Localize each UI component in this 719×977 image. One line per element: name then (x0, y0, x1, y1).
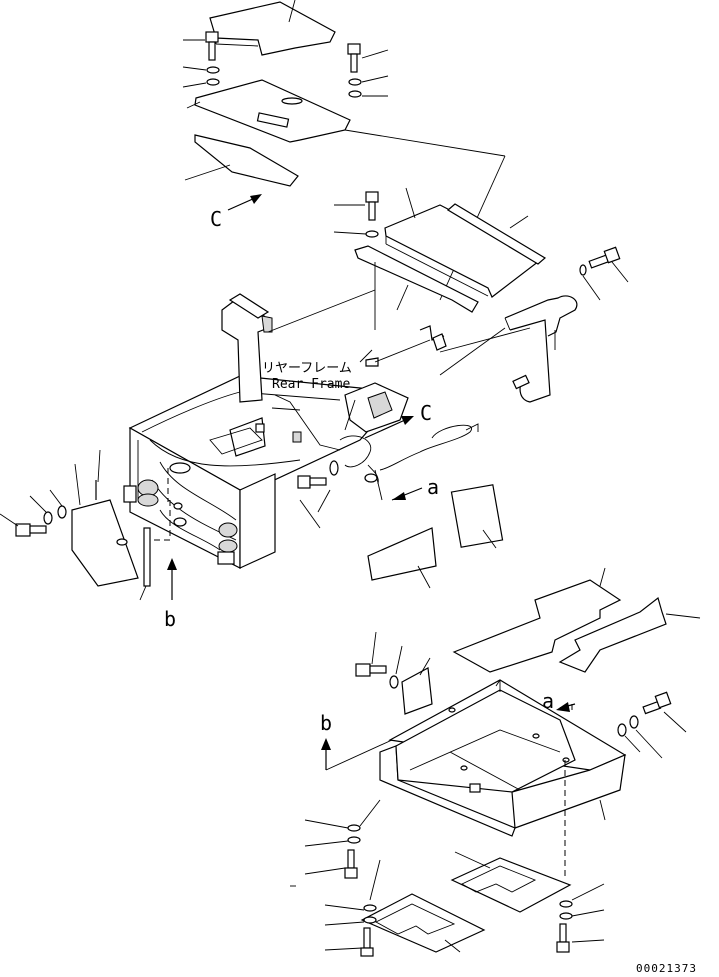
bolt-icon (344, 849, 358, 879)
washer-icon (329, 460, 339, 476)
view-c-label: C (420, 401, 432, 425)
bolt-icon (15, 523, 47, 537)
slotted-cover-plate (194, 79, 351, 143)
bolt-icon (642, 691, 672, 715)
left-side-cover-group: b (0, 449, 177, 631)
rear-frame-jp-label: リヤーフレーム (262, 361, 352, 376)
bolt-icon (297, 475, 327, 489)
washer-icon (579, 264, 587, 276)
bottom-cover-plate-2 (360, 893, 486, 953)
bolt-icon (360, 927, 374, 957)
rear-frame-en-label: Rear Frame (272, 377, 350, 392)
washer-icon (363, 904, 377, 912)
floor-plate-group (333, 187, 629, 403)
long-mat (558, 596, 667, 673)
square-pad (450, 484, 504, 548)
bottom-group: a b (290, 567, 701, 957)
washer-icon (365, 230, 379, 238)
drawing-number: 00021373 (636, 962, 697, 975)
view-a-label: a (542, 689, 554, 713)
washer-icon (348, 90, 362, 98)
washer-icon (559, 900, 573, 908)
bolt-icon (588, 246, 621, 269)
view-a-label: a (427, 475, 439, 499)
washer-icon (348, 78, 362, 86)
side-rail (446, 203, 547, 265)
view-c-label: C (210, 207, 222, 231)
under-bracket (354, 245, 479, 313)
washer-icon (206, 66, 220, 74)
wedge-pad (367, 527, 437, 581)
pad-group (367, 484, 504, 589)
washer-icon (389, 675, 399, 689)
bottom-cover-plate (450, 857, 572, 913)
bolt-icon (556, 923, 570, 953)
stepped-mat (452, 579, 622, 673)
rear-frame: リヤーフレーム Rear Frame C a (123, 289, 531, 569)
bolt-icon (347, 43, 361, 73)
washer-icon (347, 836, 361, 844)
washer-icon (43, 511, 53, 525)
view-b-label: b (164, 607, 176, 631)
washer-icon (363, 916, 377, 924)
washer-icon (629, 715, 639, 729)
view-b-label: b (320, 711, 332, 735)
washer-icon (57, 505, 67, 519)
lower-bracket-plate (194, 134, 299, 187)
leader-line (288, 0, 296, 23)
small-plate (401, 667, 433, 715)
rear-frame-end (239, 473, 276, 569)
side-cover-plate (71, 499, 139, 587)
bolt-icon (205, 31, 219, 61)
bolt-icon (355, 663, 387, 677)
washer-icon (559, 912, 573, 920)
top-cover-plate (209, 1, 336, 56)
washer-icon (347, 824, 361, 832)
washer-icon (617, 723, 627, 737)
bolt-icon (365, 191, 379, 221)
tray-side (511, 754, 626, 829)
washer-icon (206, 78, 220, 86)
curved-bracket (504, 295, 578, 337)
